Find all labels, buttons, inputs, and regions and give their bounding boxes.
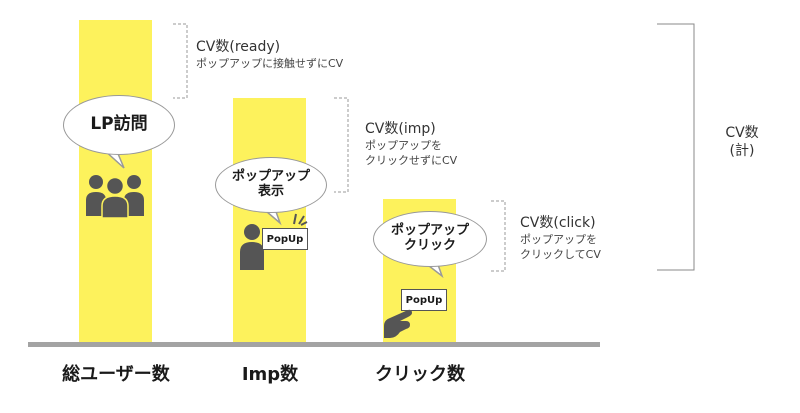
bubble-popup-click-line1: ポップアップ bbox=[390, 223, 469, 239]
bracket-total bbox=[657, 23, 695, 271]
cv-total-line2: (計) bbox=[729, 143, 755, 160]
bubble-popup-show-line2: 表示 bbox=[257, 184, 284, 199]
bracket-imp bbox=[334, 97, 349, 193]
cv-click-desc-line2: クリックしてCV bbox=[520, 248, 601, 261]
cv-imp-desc-line1: ポップアップを bbox=[365, 139, 442, 152]
category-label-click: クリック数 bbox=[375, 364, 465, 385]
bracket-ready bbox=[173, 23, 188, 99]
cv-click-title: CV数(click) bbox=[520, 215, 596, 231]
group-users-icon bbox=[86, 175, 144, 218]
baseline bbox=[28, 342, 600, 347]
popup-box-click-label: PopUp bbox=[405, 294, 443, 306]
speech-bubble-popup-show: ポップアップ 表示 bbox=[215, 157, 327, 213]
popup-box-impression: PopUp bbox=[262, 228, 308, 250]
cv-ready-desc: ポップアップに接触せずにCV bbox=[196, 57, 344, 70]
bracket-click bbox=[491, 200, 506, 272]
hand-pointer-icon bbox=[384, 309, 412, 338]
cv-imp-title: CV数(imp) bbox=[365, 121, 436, 137]
speech-bubble-lp-visit: LP訪問 bbox=[63, 95, 175, 155]
cv-total-line1: CV数 bbox=[725, 125, 759, 141]
cv-ready-title: CV数(ready) bbox=[196, 39, 281, 55]
person-icon bbox=[240, 224, 264, 270]
cv-click-desc-line1: ポップアップを bbox=[520, 233, 597, 246]
speech-bubble-popup-click: ポップアップ クリック bbox=[373, 211, 487, 267]
bubble-popup-show-line1: ポップアップ bbox=[231, 169, 310, 185]
bubble-popup-click-line2: クリック bbox=[403, 238, 456, 253]
cv-total-label: CV数 (計) bbox=[712, 124, 772, 160]
bubble-lp-text: LP訪問 bbox=[90, 114, 148, 135]
popup-box-click: PopUp bbox=[401, 289, 447, 311]
category-label-imp: Imp数 bbox=[241, 364, 299, 385]
popup-box-label: PopUp bbox=[266, 233, 304, 245]
emphasis-lines-icon bbox=[293, 213, 308, 226]
category-label-total-users: 総ユーザー数 bbox=[62, 364, 170, 385]
cv-imp-desc-line2: クリックせずにCV bbox=[365, 154, 458, 167]
